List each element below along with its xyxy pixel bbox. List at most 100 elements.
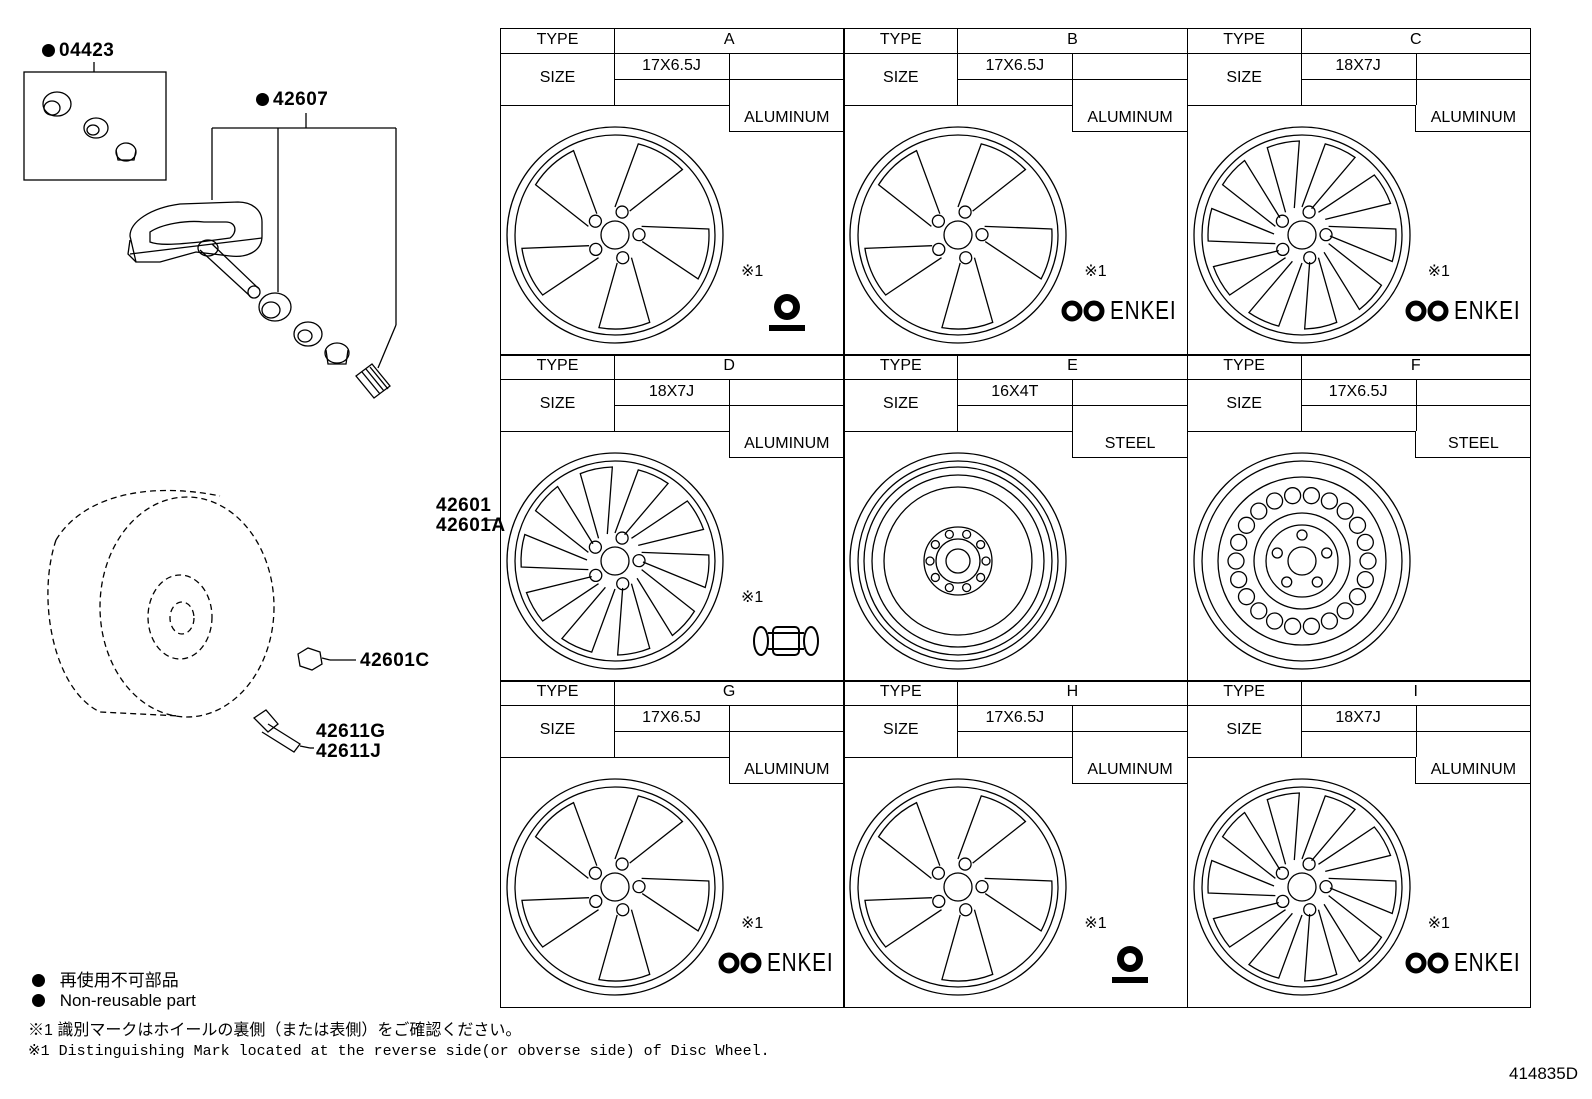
part-42601c-label: 42601C — [360, 650, 430, 671]
part-42611-label: 42611G 42611J — [316, 721, 386, 762]
enkei-logo-icon — [1405, 300, 1449, 321]
material-tag: STEEL — [1415, 431, 1531, 458]
wheel-icon — [506, 126, 724, 344]
type-value: I — [1413, 683, 1418, 700]
mark-ref: ※1 — [741, 263, 764, 280]
dumbbell-mark-icon — [753, 626, 819, 656]
size-value: 17X6.5J — [642, 709, 701, 726]
material-tag: ALUMINUM — [1415, 105, 1531, 132]
wheel-icon — [1192, 126, 1411, 344]
wheel-type-grid: TYPE A SIZE 17X6.5J ALUMINUM※1 TYPE B SI… — [500, 28, 1532, 1008]
non-reusable-dot-icon — [32, 994, 45, 1007]
type-value: A — [723, 31, 735, 48]
enkei-logo-icon — [1405, 952, 1449, 973]
tpms-parts-illustration — [23, 62, 500, 753]
non-reusable-dot-icon — [256, 93, 269, 106]
enkei-logo: ENKEI — [1404, 295, 1537, 326]
part-42601-label: 42601 42601A — [436, 495, 506, 536]
mark-ref: ※1 — [1084, 915, 1107, 932]
enkei-logo-icon — [718, 952, 762, 973]
type-label: TYPE — [1223, 683, 1265, 700]
part-04423-label: 04423 — [42, 40, 114, 62]
size-label: SIZE — [539, 395, 576, 412]
wheel-icon — [1192, 778, 1411, 996]
note-en-mark: ※1 Distinguishing Mark located at the re… — [28, 1043, 770, 1060]
size-value: 17X6.5J — [985, 709, 1045, 726]
enkei-logo: ENKEI — [1060, 295, 1193, 326]
material-tag: ALUMINUM — [1072, 757, 1188, 784]
non-reusable-dot-icon — [42, 44, 55, 57]
size-label: SIZE — [1226, 721, 1262, 738]
type-label: TYPE — [536, 357, 579, 374]
type-value: C — [1409, 31, 1422, 48]
type-value: E — [1067, 357, 1078, 374]
type-label: TYPE — [879, 357, 922, 374]
material-tag: STEEL — [1072, 431, 1188, 458]
wheel-icon — [849, 452, 1067, 670]
type-value: H — [1066, 683, 1079, 700]
size-label: SIZE — [883, 721, 919, 738]
size-value: 18X7J — [1335, 57, 1381, 74]
type-value: G — [722, 683, 736, 700]
size-label: SIZE — [883, 69, 919, 86]
valve-stem-icon — [252, 709, 314, 753]
diagram-id: 414835D — [1508, 1064, 1578, 1083]
lug-nut-icon — [297, 647, 356, 671]
type-value: F — [1410, 357, 1421, 374]
type-label: TYPE — [1223, 31, 1265, 48]
size-value: 17X6.5J — [642, 57, 701, 74]
wheel-cell-e: TYPE E SIZE 16X4T STEEL — [843, 354, 1189, 682]
type-label: TYPE — [536, 31, 579, 48]
material-tag: ALUMINUM — [728, 757, 844, 784]
material-tag: ALUMINUM — [1072, 105, 1188, 132]
enkei-logo: ENKEI — [717, 947, 850, 978]
mark-ref: ※1 — [1427, 263, 1450, 280]
size-label: SIZE — [883, 395, 919, 412]
wheel-icon — [849, 778, 1067, 996]
size-value: 17X6.5J — [985, 57, 1045, 74]
material-tag: ALUMINUM — [1415, 757, 1531, 784]
mark-ref: ※1 — [741, 915, 764, 932]
enkei-logo-icon — [1061, 300, 1105, 321]
enkei-logo: ENKEI — [1404, 947, 1537, 978]
mark-ref: ※1 — [1427, 915, 1450, 932]
material-tag: ALUMINUM — [728, 431, 844, 458]
type-value: D — [723, 357, 735, 374]
mark-ref: ※1 — [1084, 263, 1107, 280]
valve-cap-icon — [355, 363, 391, 399]
grommet-icon — [42, 91, 137, 162]
part-42607-label: 42607 — [256, 89, 328, 111]
size-label: SIZE — [539, 69, 576, 86]
type-label: TYPE — [1223, 357, 1265, 374]
note-en-nonreusable: Non-reusable part — [32, 991, 196, 1011]
type-label: TYPE — [879, 31, 922, 48]
wheel-icon — [506, 778, 724, 996]
wheel-cell-f: TYPE F SIZE 17X6.5J STEEL — [1186, 354, 1532, 682]
note-jp-mark: ※1 識別マークはホイールの裏側（または表側）をご確認ください。 — [28, 1022, 522, 1039]
tpms-sensor-icon — [127, 201, 263, 299]
size-label: SIZE — [539, 721, 576, 738]
size-value: 17X6.5J — [1328, 383, 1388, 400]
wheel-cell-h: TYPE H SIZE 17X6.5J ALUMINUM ※1 — [843, 680, 1189, 1008]
wheel-cell-d: TYPE D SIZE 18X7J ALUMINUM※1 — [500, 354, 845, 682]
wheel-icon — [849, 126, 1067, 344]
toyota-logo-icon — [769, 294, 805, 331]
non-reusable-dot-icon — [32, 974, 45, 987]
size-label: SIZE — [1226, 69, 1262, 86]
type-label: TYPE — [536, 683, 579, 700]
type-label: TYPE — [879, 683, 922, 700]
mark-ref: ※1 — [741, 589, 764, 606]
toyota-logo-icon — [1112, 946, 1149, 983]
size-value: 18X7J — [1335, 709, 1381, 726]
type-value: B — [1067, 31, 1078, 48]
tire-outline-icon — [47, 489, 275, 718]
size-value: 16X4T — [991, 383, 1039, 400]
wheel-cell-a: TYPE A SIZE 17X6.5J ALUMINUM※1 — [500, 28, 845, 356]
note-jp-nonreusable: 再使用不可部品 — [32, 966, 179, 991]
wheel-icon — [1192, 452, 1411, 670]
wheel-icon — [506, 452, 724, 670]
